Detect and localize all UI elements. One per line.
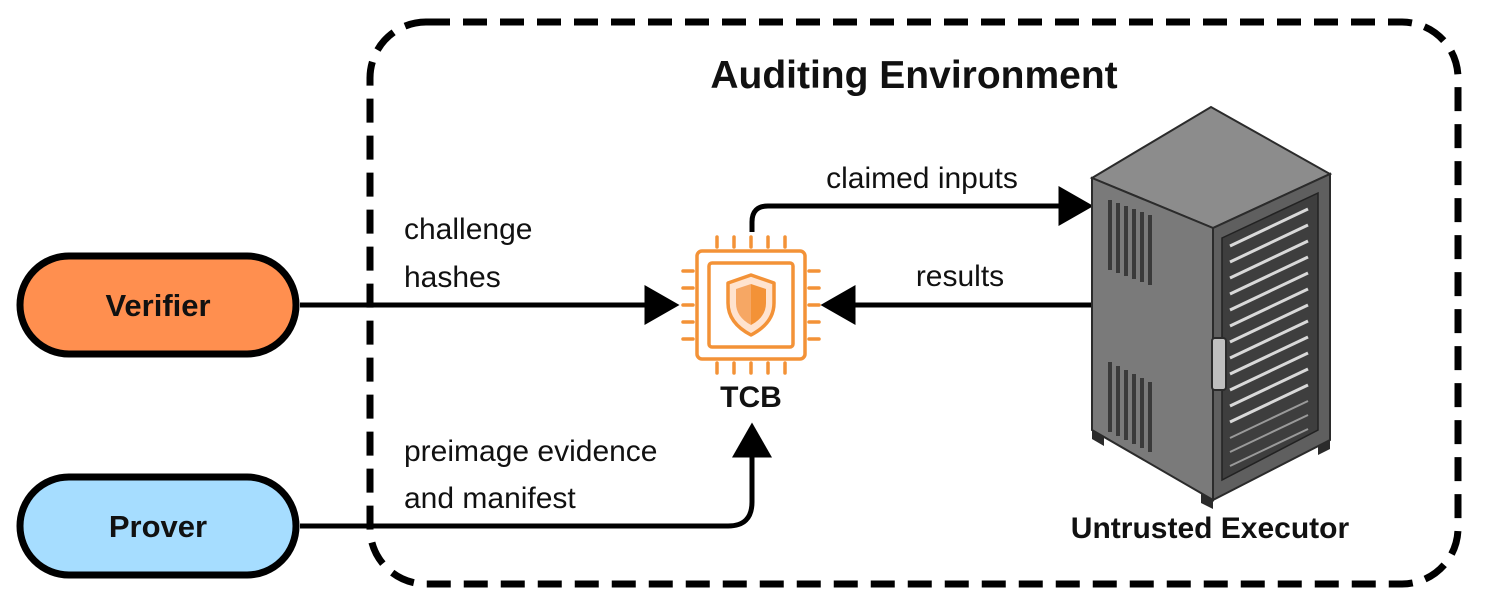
- server-rack-icon: [1089, 105, 1333, 509]
- verifier-label: Verifier: [105, 288, 210, 323]
- challenge-label-line1: challenge: [404, 213, 532, 246]
- chip-shield-icon: [681, 235, 821, 375]
- prover-label: Prover: [109, 509, 207, 544]
- claimed-inputs-arrow: [749, 186, 1094, 232]
- tcb-label: TCB: [720, 381, 782, 414]
- preimage-label-line2: and manifest: [404, 482, 576, 515]
- preimage-arrow: [300, 422, 772, 529]
- prover-node: Prover: [16, 473, 300, 579]
- claimed-inputs-label: claimed inputs: [826, 162, 1018, 195]
- results-label: results: [916, 260, 1004, 293]
- executor-label: Untrusted Executor: [1071, 512, 1350, 545]
- preimage-label-line1: preimage evidence: [404, 435, 658, 468]
- verifier-node: Verifier: [16, 252, 300, 358]
- environment-title: Auditing Environment: [710, 54, 1117, 97]
- challenge-label-line2: hashes: [404, 261, 501, 294]
